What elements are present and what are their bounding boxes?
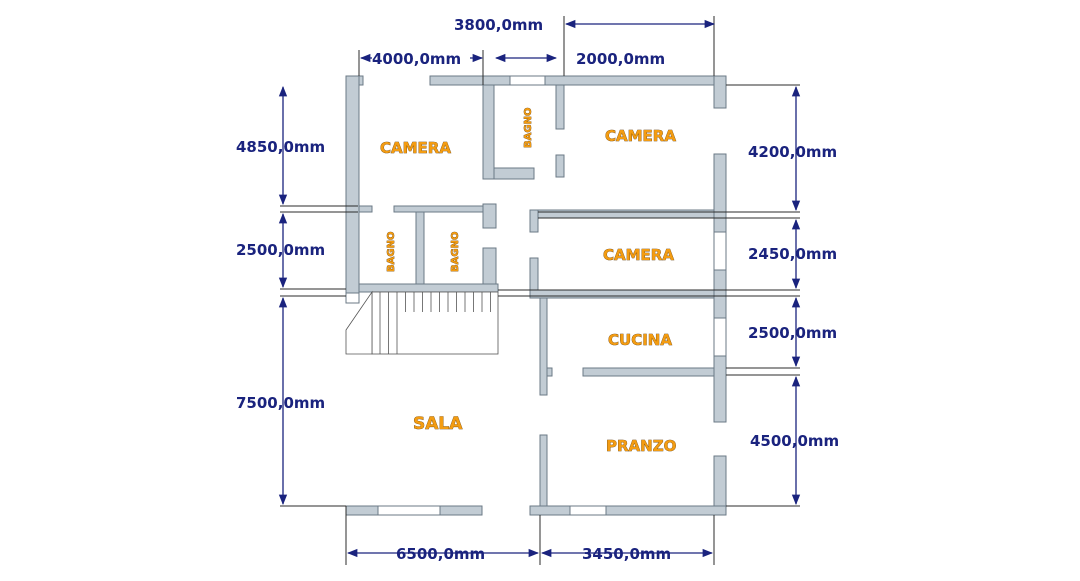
room-labels: CAMERA CAMERA CAMERA BAGNO BAGNO BAGNO C… xyxy=(380,107,677,455)
dim-top-2000: 2000,0mm xyxy=(576,50,665,68)
room-bagno-2: BAGNO xyxy=(386,232,397,272)
wall-right-d xyxy=(713,455,727,513)
room-camera-2: CAMERA xyxy=(605,127,676,145)
wall-right-top xyxy=(713,75,727,109)
walls xyxy=(345,75,727,516)
window-right-2 xyxy=(713,317,727,357)
dim-right-2500: 2500,0mm xyxy=(748,324,837,342)
wall-bottom-a xyxy=(345,505,379,516)
dim-left-7500: 7500,0mm xyxy=(236,394,325,412)
dimension-labels: 3800,0mm 4000,0mm 2000,0mm 4850,0mm 2500… xyxy=(236,16,839,563)
room-cucina: CUCINA xyxy=(608,331,672,349)
staircase xyxy=(345,290,499,355)
extension-lines xyxy=(280,16,800,565)
wall-right-b xyxy=(713,269,727,319)
wall-bagno-left xyxy=(482,84,495,180)
wall-bagno-right-bot xyxy=(555,154,565,178)
wall-left-gap xyxy=(345,292,360,304)
wall-bottom-c xyxy=(529,505,571,516)
dim-right-4200: 4200,0mm xyxy=(748,143,837,161)
wall-bagni-bottom xyxy=(358,283,499,293)
window-right-1 xyxy=(713,231,727,271)
wall-top-right xyxy=(544,75,727,86)
dimension-lines xyxy=(278,19,801,558)
room-bagno-3: BAGNO xyxy=(450,232,461,272)
dim-right-2450: 2450,0mm xyxy=(748,245,837,263)
wall-bottom-d xyxy=(605,505,727,516)
wall-corridor-stub xyxy=(546,367,553,377)
wall-corridor xyxy=(539,297,548,396)
wall-left-upper xyxy=(345,75,360,294)
room-pranzo: PRANZO xyxy=(606,437,676,455)
wall-right-a xyxy=(713,153,727,233)
wall-cucina-top xyxy=(529,289,715,299)
dim-top-4000: 4000,0mm xyxy=(372,50,461,68)
window-top xyxy=(509,75,546,86)
stair-landing xyxy=(345,290,373,355)
wall-camera3-left-bot xyxy=(529,257,539,295)
dim-bottom-3450: 3450,0mm xyxy=(582,545,671,563)
wall-camera3-top xyxy=(529,209,715,219)
room-sala: SALA xyxy=(413,414,463,434)
wall-mid-post xyxy=(482,203,497,229)
dim-bottom-6500: 6500,0mm xyxy=(396,545,485,563)
dim-left-2500: 2500,0mm xyxy=(236,241,325,259)
room-camera-3: CAMERA xyxy=(603,246,674,264)
wall-right-c xyxy=(713,355,727,423)
wall-mid-a xyxy=(393,205,485,213)
wall-cucina-bottom xyxy=(582,367,715,377)
window-bottom-2 xyxy=(569,505,607,516)
room-camera-1: CAMERA xyxy=(380,139,451,157)
wall-camera3-left-top xyxy=(529,209,539,233)
dim-top-3800: 3800,0mm xyxy=(454,16,543,34)
wall-mid-left xyxy=(358,205,373,213)
wall-bagno-bottom xyxy=(493,167,535,180)
dim-left-4850: 4850,0mm xyxy=(236,138,325,156)
wall-bagno-right-top xyxy=(555,84,565,130)
room-bagno-1: BAGNO xyxy=(523,108,534,148)
stair-outline xyxy=(371,291,499,355)
wall-bottom-b xyxy=(439,505,483,516)
wall-bagni-divider xyxy=(415,211,425,287)
wall-bagni-right xyxy=(482,247,497,289)
window-bottom-1 xyxy=(377,505,441,516)
wall-sala-divider xyxy=(539,434,548,507)
dim-right-4500: 4500,0mm xyxy=(750,432,839,450)
wall-top-mid xyxy=(429,75,511,86)
